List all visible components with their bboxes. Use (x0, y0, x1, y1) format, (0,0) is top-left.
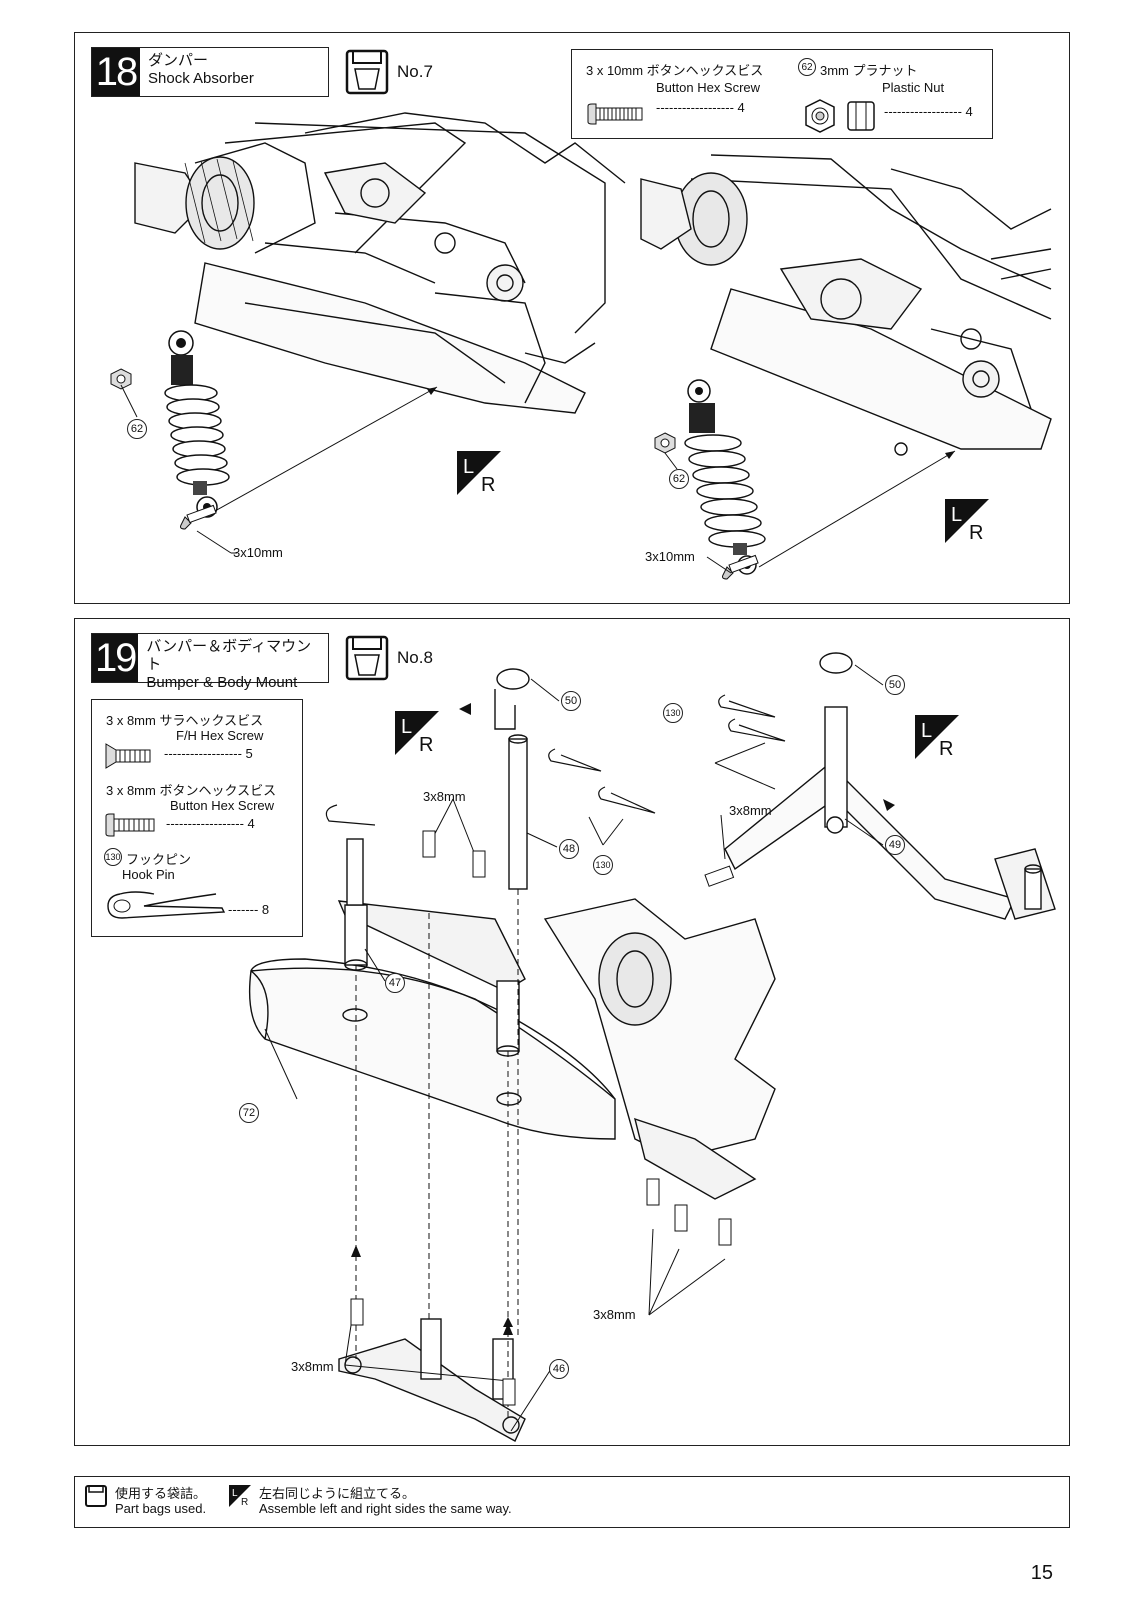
parts-list: 3 x 10mm ボタンヘックスビス Button Hex Screw ----… (571, 49, 993, 139)
legend-bag-jp: 使用する袋詰。 (115, 1486, 207, 1501)
callout-49: 49 (885, 835, 905, 855)
callout-130a: 130 (593, 855, 613, 875)
chassis-drawing-left (134, 112, 626, 414)
step-18-panel: 18 ダンパー Shock Absorber No.7 3 x 10mm ボタン… (74, 32, 1070, 604)
callout-screw-right: 3x10mm (645, 549, 695, 564)
svg-text:L: L (921, 720, 932, 742)
page-number: 15 (1030, 1562, 1053, 1584)
legend-lr-en: Assemble left and right sides the same w… (259, 1501, 512, 1516)
callout-screw-4: 3x8mm (291, 1359, 334, 1374)
button-screw-icon (587, 103, 643, 125)
pin-label-en: Hook Pin (122, 867, 175, 882)
step-19-header: 19 バンパー＆ボディマウント Bumper & Body Mount (91, 633, 329, 691)
svg-text:R: R (481, 474, 495, 496)
screw-qty: ------------------ 4 (656, 100, 745, 115)
hook-pin-icon (107, 891, 226, 919)
svg-text:R: R (241, 1497, 248, 1508)
chassis-drawing-right (640, 154, 1052, 456)
callout-50a: 50 (561, 691, 581, 711)
lr-mark-icon: L R (457, 451, 501, 496)
nut-part-number: 62 (798, 58, 816, 76)
svg-text:L: L (951, 504, 962, 526)
flat-screw-qty: ------------------ 5 (164, 746, 253, 761)
button-screw-qty: ------------------ 4 (166, 816, 255, 831)
svg-text:R: R (939, 738, 953, 760)
button-screw-label-jp: 3 x 8mm ボタンヘックスビス (106, 783, 277, 798)
part-bag: No.7 (345, 49, 433, 95)
flat-screw-label-en: F/H Hex Screw (176, 728, 264, 743)
step-title-jp: バンパー＆ボディマウント (146, 638, 312, 673)
nut-qty: ------------------ 4 (884, 104, 973, 119)
part-bag: No.8 (345, 635, 433, 681)
step-title-en: Bumper & Body Mount (146, 674, 298, 691)
callout-62-left: 62 (127, 419, 147, 439)
step-19-panel: 19 バンパー＆ボディマウント Bumper & Body Mount No.8… (74, 618, 1070, 1446)
callout-screw-3: 3x8mm (593, 1307, 636, 1322)
button-screw-label-en: Button Hex Screw (170, 798, 275, 813)
step-title-jp: ダンパー (148, 52, 209, 69)
step-18-header: 18 ダンパー Shock Absorber (91, 47, 329, 97)
svg-text:L: L (463, 456, 474, 478)
svg-text:R: R (969, 522, 983, 544)
plastic-nut-icon (805, 99, 875, 133)
flat-screw-label-jp: 3 x 8mm サラヘックスビス (106, 713, 264, 728)
lr-mark-icon: L R (229, 1485, 251, 1508)
screw-label-en: Button Hex Screw (656, 80, 761, 95)
callout-47: 47 (385, 973, 405, 993)
bag-number: No.7 (397, 62, 433, 81)
bumper-drawing (248, 652, 1056, 1442)
bag-icon (345, 49, 389, 95)
lr-mark-icon: L R (945, 499, 989, 544)
svg-text:L: L (401, 716, 412, 738)
callout-62-right: 62 (669, 469, 689, 489)
flat-head-screw-icon (105, 743, 151, 769)
callout-screw-left: 3x10mm (233, 545, 283, 560)
callout-130b: 130 (663, 703, 683, 723)
bag-icon (85, 1485, 107, 1507)
leader-lines-right (664, 450, 956, 574)
legend-footer: 使用する袋詰。 Part bags used. L R 左右同じように組立てる。… (74, 1476, 1070, 1528)
callout-screw-2: 3x8mm (729, 803, 772, 818)
bag-number: No.8 (397, 648, 433, 667)
parts-list: 3 x 8mm サラヘックスビス F/H Hex Screw ---------… (91, 699, 303, 937)
nut-label-jp: 3mm プラナット (820, 63, 918, 78)
screw-label-jp: 3 x 10mm ボタンヘックスビス (586, 63, 764, 78)
shock-absorber-right (684, 379, 766, 575)
lr-mark-icon: L R (915, 715, 959, 760)
callout-48: 48 (559, 839, 579, 859)
step-number: 18 (92, 48, 140, 96)
legend-lr-jp: 左右同じように組立てる。 (259, 1486, 416, 1501)
callout-46: 46 (549, 1359, 569, 1379)
lr-mark-icon: L R (395, 711, 439, 756)
button-screw-icon (105, 813, 155, 837)
step-number: 19 (92, 634, 139, 682)
screw-right-icon (722, 554, 759, 580)
callout-50b: 50 (885, 675, 905, 695)
bag-icon (345, 635, 389, 681)
leader-lines-left (120, 384, 438, 554)
callout-screw-1: 3x8mm (423, 789, 466, 804)
callout-72: 72 (239, 1103, 259, 1123)
nut-left-icon (110, 368, 132, 390)
svg-text:L: L (232, 1488, 238, 1499)
pin-part-number: 130 (104, 848, 122, 866)
pin-qty: ------- 8 (228, 902, 270, 917)
legend-bag-en: Part bags used. (115, 1501, 207, 1516)
nut-label-en: Plastic Nut (882, 80, 945, 95)
step-title-en: Shock Absorber (148, 70, 254, 87)
screw-left-icon (180, 504, 217, 530)
svg-text:R: R (419, 734, 433, 756)
pin-label-jp: フックピン (126, 852, 192, 867)
